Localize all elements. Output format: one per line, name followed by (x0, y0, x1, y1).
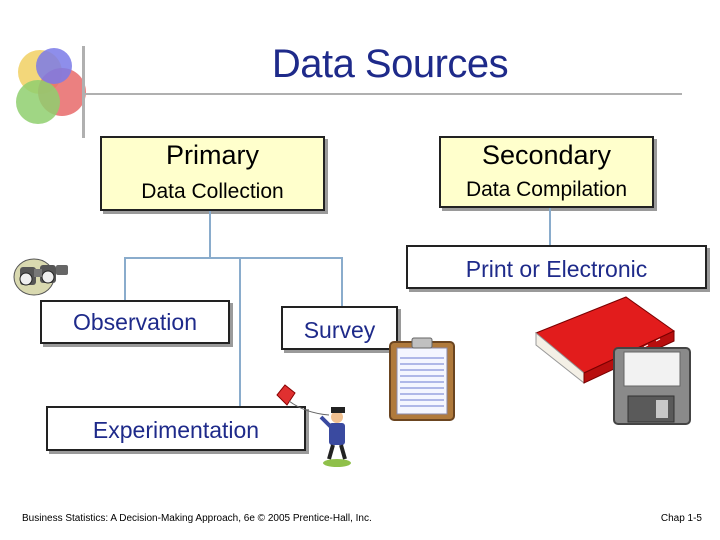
connector-observation (124, 257, 126, 302)
survey-box: Survey (281, 306, 398, 350)
primary-box: Primary Data Collection (100, 136, 325, 211)
clipboard-icon (388, 336, 458, 422)
logo-circles-icon (10, 44, 100, 134)
scientist-kite-icon (275, 383, 365, 469)
primary-heading: Primary (166, 140, 259, 170)
secondary-heading: Secondary (481, 140, 612, 170)
connector-primary-down (209, 211, 211, 258)
print-or-electronic-box: Print or Electronic (406, 245, 707, 289)
floppy-disk-icon (612, 346, 692, 426)
secondary-subheading: Data Compilation (465, 178, 628, 201)
header-vertical-rule (82, 46, 85, 138)
observation-box: Observation (40, 300, 230, 344)
experimentation-box: Experimentation (46, 406, 306, 451)
primary-subheading: Data Collection (141, 180, 284, 203)
secondary-box: Secondary Data Compilation (439, 136, 654, 208)
connector-survey (341, 257, 343, 307)
slide-title: Data Sources (271, 42, 509, 86)
connector-experimentation (239, 257, 241, 407)
footer-citation: Business Statistics: A Decision-Making A… (22, 513, 372, 524)
binoculars-icon (12, 253, 72, 297)
header-horizontal-rule (82, 93, 682, 95)
connector-secondary-down (549, 208, 551, 246)
footer-page-number: Chap 1-5 (660, 513, 702, 524)
connector-primary-horizontal (124, 257, 343, 259)
